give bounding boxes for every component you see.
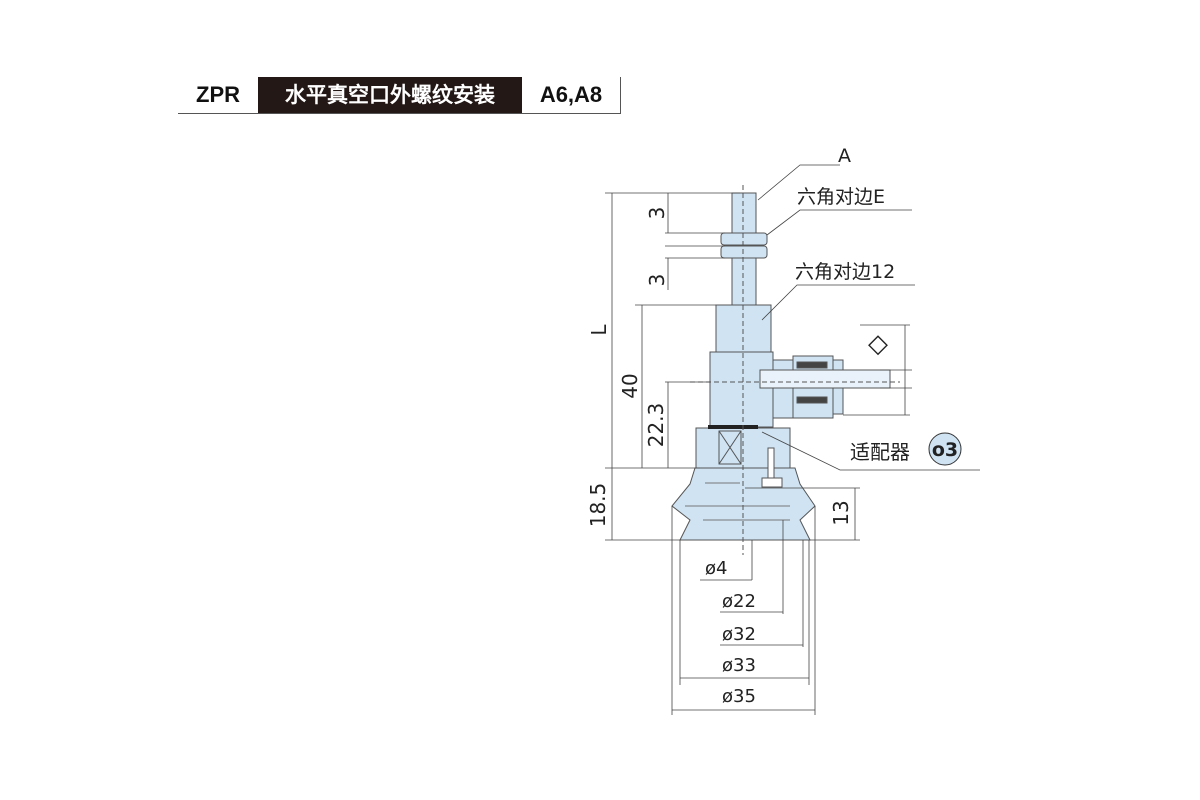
part-outline (671, 192, 891, 541)
port-block (709, 351, 774, 428)
seal-lower (796, 396, 828, 404)
fitting-base (772, 359, 794, 419)
dim-40: 40 (618, 373, 642, 398)
dimension-lines (605, 164, 980, 715)
dim-18-5: 18.5 (586, 483, 610, 528)
model-codes: A6,A8 (539, 82, 603, 107)
adapter-hex (718, 430, 742, 465)
thread-label: A (838, 145, 851, 167)
dim-d22: ø22 (722, 591, 756, 612)
tube (759, 369, 891, 389)
seal-upper (796, 361, 828, 369)
dim-L: L (587, 324, 611, 336)
hex-body (715, 304, 772, 353)
tube-fitting-symbol: ◇ (868, 329, 888, 359)
dim-d32: ø32 (722, 624, 756, 645)
dim-d4: ø4 (705, 558, 727, 579)
adapter-badge (928, 432, 962, 466)
dim-d33: ø33 (722, 655, 756, 676)
dim-nut-lower: 3 (645, 274, 669, 287)
dim-13: 13 (829, 500, 853, 525)
hex-nut-upper (720, 232, 768, 246)
section-title: 水平真空口外螺纹安装 (258, 77, 522, 113)
hex-body-label: 六角对边12 (795, 261, 895, 283)
dim-22-3: 22.3 (644, 403, 668, 448)
dim-nut-upper: 3 (645, 207, 669, 220)
header-underline (178, 113, 621, 114)
hex-nut-lower (720, 245, 768, 259)
adapter-label: 适配器 (850, 440, 910, 464)
adapter-badge-text: o3 (932, 439, 958, 461)
hex-nut-label: 六角对边E (797, 186, 885, 208)
header-divider (620, 77, 621, 114)
dim-d35: ø35 (722, 686, 756, 707)
series-code: ZPR (196, 82, 240, 107)
